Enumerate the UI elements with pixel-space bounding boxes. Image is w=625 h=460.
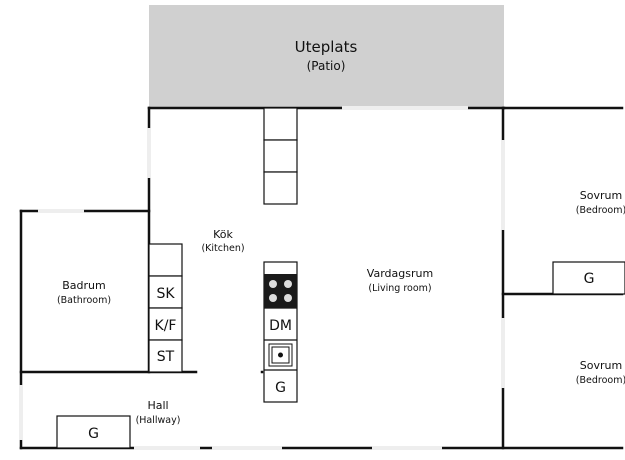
kitchen-left-counter: [148, 243, 183, 373]
openings: [19, 106, 505, 450]
living-sublabel: (Living room): [368, 283, 431, 294]
stove-icon: [264, 274, 297, 308]
bedroom-wardrobe: [552, 261, 625, 295]
bedroom2-sublabel: (Bedroom): [576, 375, 625, 386]
bedroom2-label: Sovrum: [580, 359, 622, 372]
fixture-g-hall: G: [88, 426, 99, 442]
patio-area: [149, 5, 504, 107]
walls: [19, 106, 624, 450]
bathroom-sublabel: (Bathroom): [57, 295, 111, 306]
fixture-dm: DM: [269, 318, 292, 334]
bedroom1-label: Sovrum: [580, 189, 622, 202]
bathroom-label: Badrum: [62, 279, 105, 292]
living-label: Vardagsrum: [367, 267, 433, 280]
fixture-sk: SK: [156, 286, 175, 302]
hall-wardrobe: [56, 415, 131, 449]
stove-burners: [269, 280, 292, 302]
fixture-g-kitchen: G: [275, 380, 286, 396]
kitchen-sublabel: (Kitchen): [201, 243, 244, 254]
sink-icon: [268, 343, 293, 367]
kitchen-label: Kök: [213, 228, 233, 241]
patio-label: Uteplats: [295, 38, 358, 56]
kitchen-cabinets: [263, 107, 298, 205]
bedroom1-sublabel: (Bedroom): [576, 205, 625, 216]
fixture-st: ST: [157, 349, 175, 365]
fixture-g-bedroom: G: [584, 271, 595, 287]
hall-label: Hall: [147, 399, 168, 412]
hall-sublabel: (Hallway): [136, 415, 181, 426]
fixture-kf: K/F: [155, 318, 177, 334]
patio-sublabel: (Patio): [307, 59, 346, 73]
